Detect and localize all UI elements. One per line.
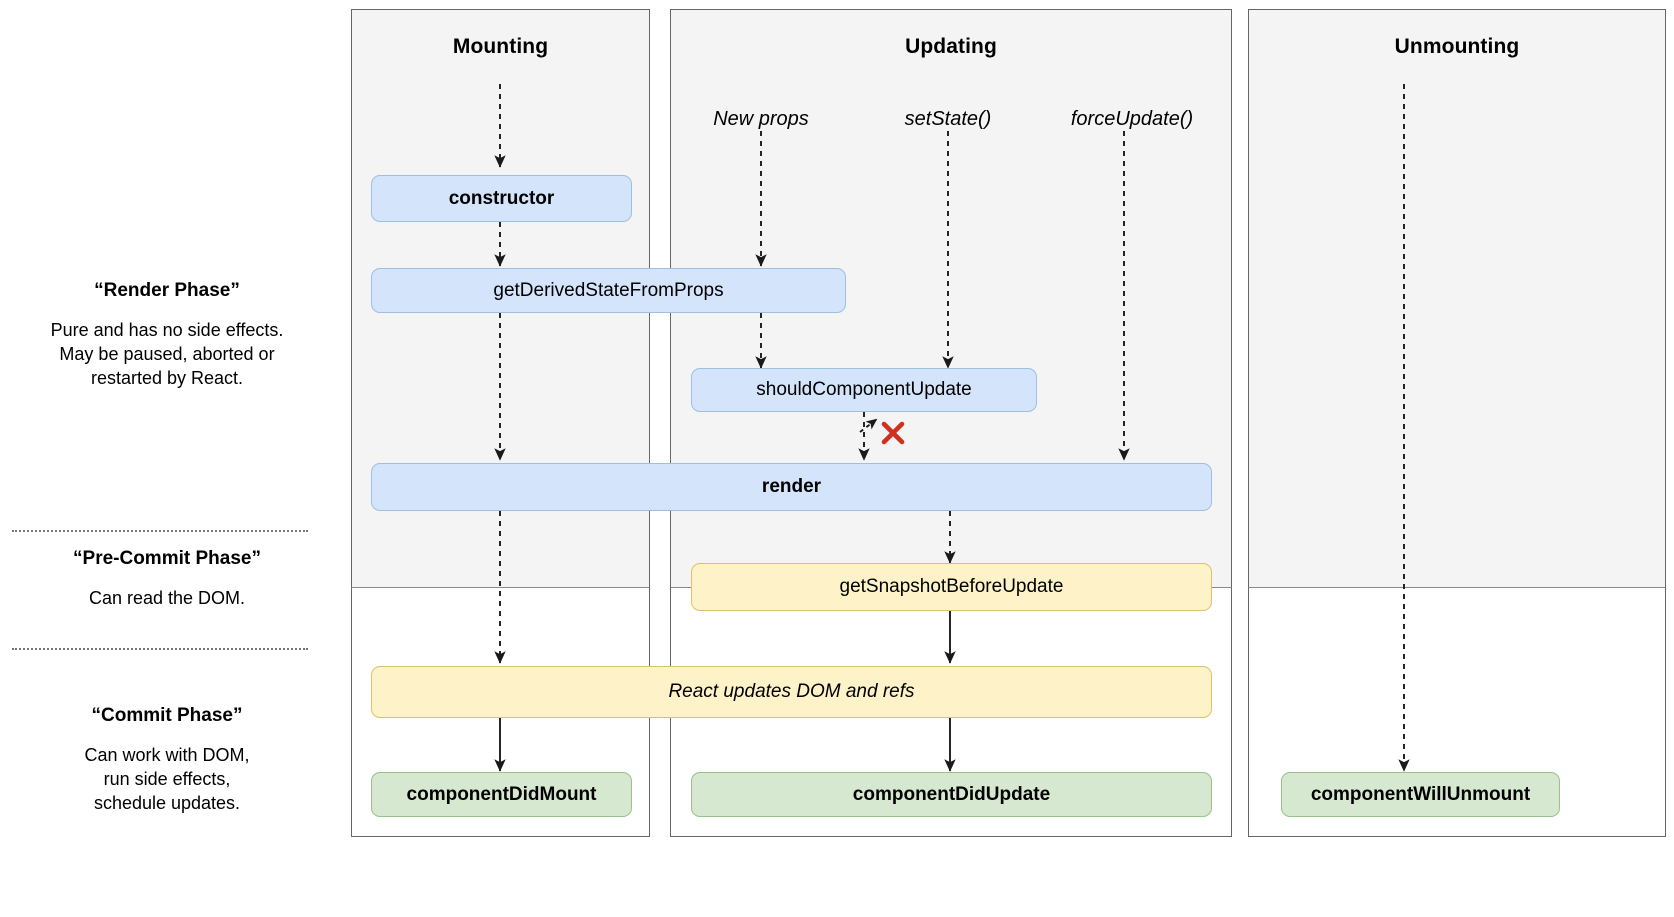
trigger-set-state: setState()	[904, 108, 992, 130]
phase-divider-top	[12, 530, 308, 532]
phase-divider-bottom	[12, 648, 308, 650]
node-component-did-update[interactable]: componentDidUpdate	[691, 772, 1212, 817]
phase-render-title: “Render Phase”	[94, 280, 240, 301]
node-get-derived-state-from-props[interactable]: getDerivedStateFromProps	[371, 268, 846, 313]
column-title-unmounting: Unmounting	[1394, 35, 1520, 58]
node-render[interactable]: render	[371, 463, 1212, 511]
phase-pre-commit: “Pre-Commit Phase” Can read the DOM.	[17, 548, 317, 610]
node-component-will-unmount[interactable]: componentWillUnmount	[1281, 772, 1560, 817]
phase-render: “Render Phase” Pure and has no side effe…	[17, 280, 317, 390]
trigger-force-update: forceUpdate()	[1070, 108, 1194, 130]
trigger-new-props: New props	[713, 108, 809, 130]
panel-unmounting-render-shade	[1248, 9, 1666, 588]
phase-commit-title: “Commit Phase”	[91, 705, 243, 726]
phase-commit: “Commit Phase” Can work with DOM, run si…	[17, 705, 317, 815]
phase-render-description: Pure and has no side effects. May be pau…	[50, 320, 284, 389]
node-component-did-mount[interactable]: componentDidMount	[371, 772, 632, 817]
column-title-updating: Updating	[905, 35, 997, 58]
phase-pre-commit-description: Can read the DOM.	[88, 588, 246, 608]
node-react-updates-dom-and-refs[interactable]: React updates DOM and refs	[371, 666, 1212, 718]
column-title-mounting: Mounting	[452, 35, 549, 58]
phase-commit-description: Can work with DOM, run side effects, sch…	[84, 745, 250, 814]
node-should-component-update[interactable]: shouldComponentUpdate	[691, 368, 1037, 412]
phase-pre-commit-title: “Pre-Commit Phase”	[73, 548, 261, 569]
node-get-snapshot-before-update[interactable]: getSnapshotBeforeUpdate	[691, 563, 1212, 611]
node-constructor[interactable]: constructor	[371, 175, 632, 222]
